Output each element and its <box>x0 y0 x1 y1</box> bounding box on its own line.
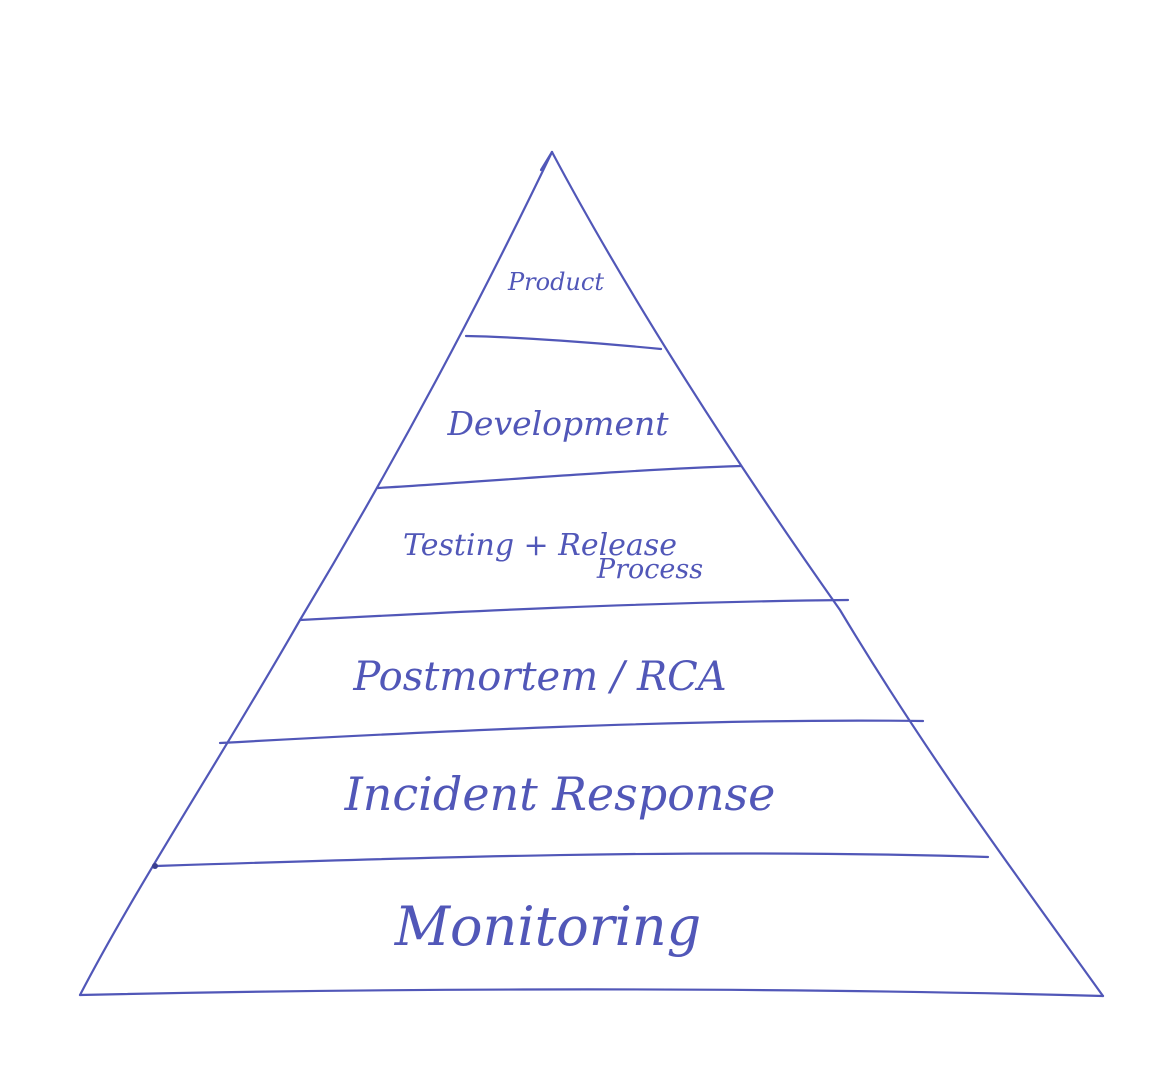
pyramid-left-edge <box>78 150 554 997</box>
level-label-development: Development <box>446 404 669 443</box>
level-label-incident-response: Incident Response <box>344 767 776 821</box>
level-label-process: Process <box>596 554 703 585</box>
pyramid-base-line <box>78 988 1105 998</box>
level-label-product: Product <box>507 268 604 296</box>
pyramid-right-edge <box>550 150 1105 998</box>
divider-product-development <box>464 334 663 351</box>
divider-incident-monitoring <box>153 852 990 868</box>
ink-dot <box>152 863 158 869</box>
divider-testing-postmortem <box>298 598 850 622</box>
level-label-postmortem-rca: Postmortem / RCA <box>352 654 726 700</box>
divider-development-testing <box>376 464 743 490</box>
divider-postmortem-incident <box>218 719 925 745</box>
level-label-testing-release: Testing + Release <box>403 528 677 563</box>
pyramid-apex-tick <box>539 150 554 172</box>
level-label-monitoring: Monitoring <box>394 895 702 958</box>
